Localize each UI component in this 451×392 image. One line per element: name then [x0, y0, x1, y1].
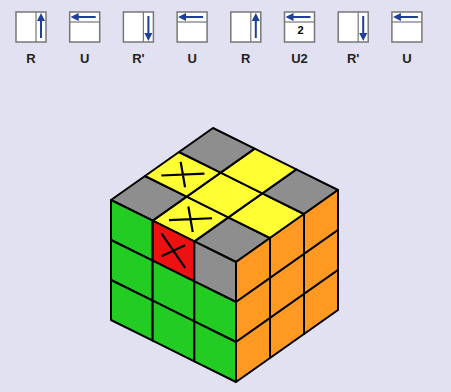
sticker [111, 280, 153, 341]
move-icon [70, 12, 100, 42]
cross-mark [161, 233, 185, 268]
sticker [179, 128, 255, 173]
move-icon [16, 12, 46, 42]
turn-count: 2 [297, 24, 303, 36]
move-label: U [402, 51, 411, 66]
move-icon [231, 12, 261, 42]
move-label: U [80, 51, 89, 66]
move-label: R [26, 51, 35, 66]
move-label: R [241, 51, 250, 66]
sticker [194, 321, 236, 382]
move-label: R' [132, 51, 144, 66]
sticker [153, 301, 195, 362]
sticker [236, 318, 270, 382]
cross-mark [161, 162, 204, 187]
move-icon [338, 12, 368, 42]
move-icon [285, 12, 315, 42]
move-label: U2 [291, 51, 308, 66]
move-label: U [187, 51, 196, 66]
move-icon [177, 12, 207, 42]
cross-mark [169, 206, 212, 231]
sticker [270, 294, 304, 358]
move-label: R' [347, 51, 359, 66]
move-icon [392, 12, 422, 42]
sticker [304, 270, 338, 334]
move-icon [123, 12, 153, 42]
